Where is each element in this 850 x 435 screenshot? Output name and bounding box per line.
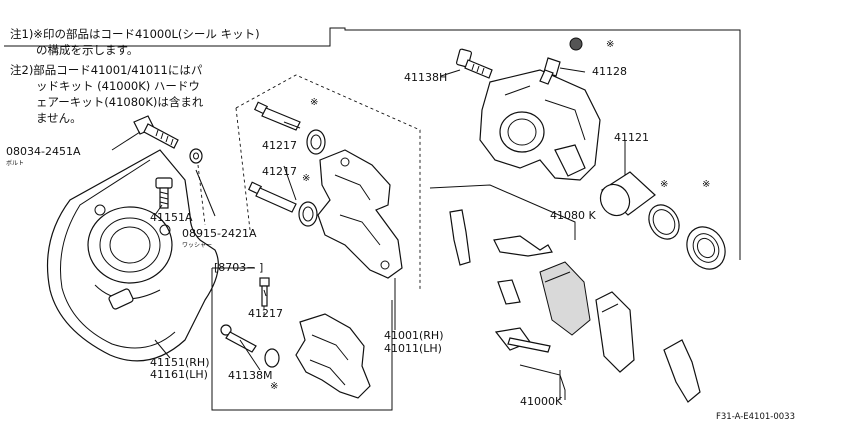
label-piston-41121: 41121	[614, 131, 649, 144]
label-shield-rh: 41151(RH)	[150, 356, 210, 369]
caliper-bracket-upper-drawing	[317, 149, 403, 279]
label-pad-kit: 41000K	[520, 395, 563, 408]
note-2-line-3: ェアーキット(41080K)は含まれ	[36, 95, 204, 109]
label-bracket-date: [8703− ]	[214, 261, 264, 274]
label-bolt-sub: ボルト	[6, 160, 25, 167]
brake-pad-inner-drawing	[539, 261, 591, 336]
guide-pin-lower-drawing	[259, 277, 270, 318]
bleeder-screw-drawing	[539, 37, 583, 85]
label-bolt-41138h: 41138H	[404, 71, 448, 84]
dust-boot-drawing	[686, 226, 726, 270]
bracket-group-frame	[235, 74, 421, 290]
seal-kit-mark-dust-boot: ※	[702, 179, 711, 190]
label-pin-upper-2: 41217	[262, 165, 297, 178]
lower-bracket-frame	[211, 268, 393, 411]
caliper-body-drawing	[479, 69, 601, 181]
leader-lines	[154, 67, 626, 400]
label-caliper-rh: 41001(RH)	[384, 329, 444, 342]
note-1-line-1: 注1)※印の部品はコード41000L(シール キット)	[10, 27, 260, 41]
note-2-line-2: ッドキット (41000K) ハードウ	[36, 79, 200, 93]
label-caliper-lh: 41011(LH)	[384, 342, 442, 355]
brake-pad-outer-drawing	[595, 291, 635, 373]
label-hardware-41080k: 41080 K	[550, 209, 596, 222]
bolt-41151a-drawing	[155, 177, 173, 209]
seal-kit-mark-upper-boot-1: ※	[310, 97, 319, 108]
label-bolt-08034: 08034-2451A	[6, 145, 81, 158]
piston-seal-drawing	[648, 204, 680, 240]
dust-shield-drawing	[46, 149, 219, 362]
guide-pin-upper-2-drawing	[247, 181, 318, 227]
label-washer-sub: ワッシャー	[182, 242, 213, 249]
label-pin-41138m: 41138M	[228, 369, 273, 382]
pin-41138m-drawing	[220, 324, 280, 368]
seal-kit-mark-upper-boot-2: ※	[302, 173, 311, 184]
label-bolt-41151a: 41151A	[150, 211, 193, 224]
seal-kit-mark-piston-seal: ※	[660, 179, 669, 190]
bolt-08034-drawing	[111, 115, 179, 151]
seal-kit-mark-lower-boot: ※	[270, 381, 279, 392]
washer-08915-drawing	[189, 148, 206, 226]
seal-kit-mark-bleeder-cap: ※	[606, 39, 615, 50]
caliper-bracket-lower-drawing	[295, 313, 371, 399]
hardware-kit-frame	[429, 184, 576, 240]
note-2-line-1: 注2)部品コード41001/41011にはパ	[10, 63, 203, 77]
note-1-line-2: の構成を示します。	[36, 43, 139, 57]
note-box-frame	[4, 27, 741, 260]
bolt-41138h-drawing	[455, 48, 493, 79]
note-2-line-4: ません。	[36, 111, 82, 125]
label-pin-upper-1: 41217	[262, 139, 297, 152]
label-washer-08915: 08915-2421A	[182, 227, 257, 240]
label-shield-lh: 41161(LH)	[150, 368, 208, 381]
pad-shims-drawing	[449, 209, 553, 353]
pad-kit-frame	[519, 364, 566, 400]
label-bleeder-41128: 41128	[592, 65, 627, 78]
figure-code: F31-A-E4101-0033	[716, 412, 795, 422]
anti-rattle-spring-drawing	[663, 339, 701, 403]
piston-drawing	[599, 171, 656, 217]
label-pin-lower: 41217	[248, 307, 283, 320]
